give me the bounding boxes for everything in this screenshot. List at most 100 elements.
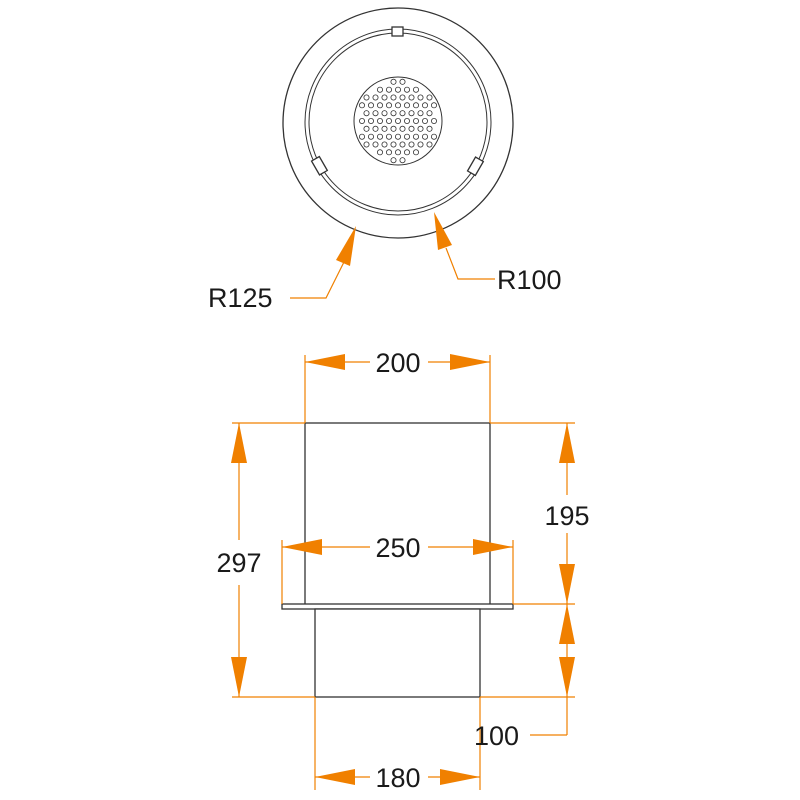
- dim-200-label: 200: [375, 348, 420, 378]
- dim-297: 297: [216, 423, 262, 697]
- dim-250: 250: [282, 533, 513, 563]
- clip-left: [310, 155, 329, 176]
- filter-hole: [385, 102, 392, 109]
- filter-hole: [408, 141, 415, 148]
- dim-180-arrow-right: [440, 769, 480, 785]
- filter-hole: [430, 133, 437, 140]
- filter-hole: [399, 110, 406, 117]
- filter-hole: [367, 118, 374, 125]
- r100-dimension: R100: [434, 212, 562, 295]
- dim-195-arrow-top: [559, 423, 575, 463]
- dim-250-label: 250: [375, 533, 420, 563]
- dim-250-arrow-left: [282, 539, 322, 555]
- extension-lines: [232, 355, 575, 790]
- filter-hole: [426, 110, 433, 117]
- filter-hole: [367, 133, 374, 140]
- filter-hole: [376, 133, 383, 140]
- dim-100-arrow-bottom: [559, 657, 575, 697]
- filter-hole: [426, 125, 433, 132]
- filter-hole: [385, 118, 392, 125]
- filter-hole: [403, 102, 410, 109]
- outer-rim-circle: [282, 7, 514, 239]
- filter-hole: [403, 133, 410, 140]
- filter-hole: [367, 102, 374, 109]
- dim-195-arrow-bottom: [559, 564, 575, 604]
- filter-hole: [399, 141, 406, 148]
- filter-hole: [403, 86, 410, 93]
- dim-100-arrow-top: [559, 604, 575, 644]
- dim-297-arrow-top: [231, 423, 247, 463]
- filter-hole: [399, 157, 406, 164]
- clip-right: [466, 156, 485, 177]
- filter-hole: [426, 94, 433, 101]
- filter-hole: [372, 125, 379, 132]
- r125-leader: [290, 261, 345, 299]
- filter-hole: [376, 102, 383, 109]
- dim-180-arrow-left: [315, 769, 355, 785]
- filter-hole: [421, 133, 428, 140]
- dim-200-arrow-right: [450, 354, 490, 370]
- filter-hole: [394, 149, 401, 156]
- dim-250-arrow-right: [473, 539, 513, 555]
- filter-hole: [430, 102, 437, 109]
- filter-hole: [381, 94, 388, 101]
- r100-arrowhead: [434, 212, 452, 250]
- filter-hole: [394, 86, 401, 93]
- filter-hole: [381, 141, 388, 148]
- filter-hole: [372, 110, 379, 117]
- filter-hole: [426, 141, 433, 148]
- dim-195: 195: [544, 423, 590, 604]
- filter-hole: [408, 94, 415, 101]
- filter-hole: [403, 149, 410, 156]
- filter-hole: [376, 149, 383, 156]
- filter-hole: [385, 133, 392, 140]
- filter-hole: [390, 157, 397, 164]
- filter-hole: [372, 94, 379, 101]
- filter-hole: [372, 141, 379, 148]
- filter-hole: [412, 118, 419, 125]
- perforated-filter: [353, 76, 443, 166]
- r100-leader: [445, 247, 495, 280]
- filter-hole: [394, 133, 401, 140]
- r100-label: R100: [497, 265, 562, 295]
- dim-297-label: 297: [216, 548, 261, 578]
- upper-body: [304, 422, 491, 606]
- filter-hole: [417, 94, 424, 101]
- dim-297-arrow-bottom: [231, 657, 247, 697]
- flange: [281, 603, 514, 610]
- filter-hole: [412, 86, 419, 93]
- dim-180: 180: [315, 763, 480, 793]
- filter-hole: [408, 125, 415, 132]
- filter-hole: [394, 118, 401, 125]
- filter-hole: [376, 86, 383, 93]
- filter-disc: [353, 76, 443, 166]
- lower-spigot: [314, 608, 481, 698]
- filter-hole: [390, 110, 397, 117]
- r125-dimension: R125: [208, 226, 356, 313]
- filter-hole: [417, 110, 424, 117]
- filter-hole: [358, 118, 365, 125]
- dim-195-label: 195: [544, 501, 589, 531]
- r125-arrowhead: [336, 226, 356, 266]
- filter-hole: [390, 78, 397, 85]
- filter-hole: [403, 118, 410, 125]
- filter-holes: [358, 78, 437, 164]
- filter-hole: [394, 102, 401, 109]
- filter-hole: [390, 125, 397, 132]
- filter-hole: [363, 141, 370, 148]
- filter-hole: [358, 133, 365, 140]
- filter-hole: [358, 102, 365, 109]
- dim-200-arrow-left: [305, 354, 345, 370]
- filter-hole: [399, 78, 406, 85]
- filter-hole: [421, 102, 428, 109]
- filter-hole: [390, 94, 397, 101]
- filter-hole: [390, 141, 397, 148]
- dim-100-label: 100: [474, 721, 519, 751]
- filter-hole: [399, 94, 406, 101]
- filter-hole: [430, 118, 437, 125]
- r125-label: R125: [208, 283, 273, 313]
- filter-hole: [363, 125, 370, 132]
- filter-hole: [408, 110, 415, 117]
- filter-hole: [412, 102, 419, 109]
